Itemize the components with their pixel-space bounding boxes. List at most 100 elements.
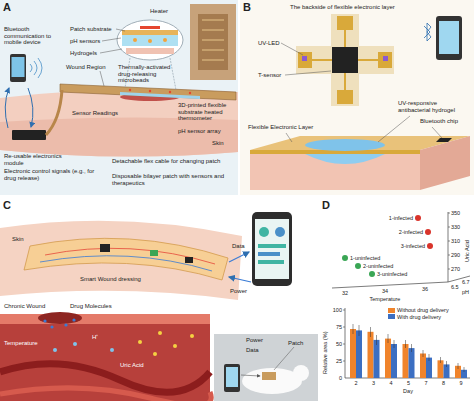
label-text: Disposable bilayer patch with sensors an… <box>112 173 234 186</box>
label-text: Data <box>246 347 259 354</box>
label-text: 7 <box>424 380 427 386</box>
label-text: Electronic control signals (e.g., for dr… <box>4 168 104 181</box>
panel-d-art-part <box>420 354 426 379</box>
label-text: 9 <box>459 380 462 386</box>
label-text: H⁺ <box>92 334 98 341</box>
label-text: 75 <box>336 324 342 330</box>
panel-c-art-part <box>275 227 285 237</box>
panel-d-art-part <box>353 324 464 372</box>
panel-a-art-part <box>116 29 125 31</box>
panel-d-art-part <box>342 255 348 261</box>
panel-d-art-part <box>368 332 374 378</box>
panel-a-art-part <box>117 20 183 60</box>
label-text: Smart Wound dressing <box>80 276 141 283</box>
panel-b-art <box>240 0 474 195</box>
panel-b-art-part <box>331 14 359 106</box>
legend-swatch <box>388 308 395 313</box>
panel-a-art-part <box>190 4 236 80</box>
panel-a-art-part <box>28 88 33 127</box>
panel-a-art-part <box>60 84 236 100</box>
panel-d-art-part <box>448 213 450 269</box>
label-text: 25 <box>336 358 342 364</box>
panel-d-art-part <box>448 212 449 282</box>
label-text: Uric Acid <box>120 362 144 369</box>
panel-a-art-part <box>46 90 62 135</box>
panel-b-art-part <box>436 138 452 142</box>
panel-b-art-part <box>383 56 388 61</box>
label-text: Skin <box>12 236 24 243</box>
panel-c-art-part <box>64 323 67 326</box>
panel-c-art-part <box>258 260 284 264</box>
panel-b-art-part <box>424 23 431 41</box>
panel-a-art-part <box>133 38 137 42</box>
panel-b-art-part <box>439 21 459 54</box>
panel-b-art-part <box>285 71 331 75</box>
panel-a-art-part <box>189 92 191 94</box>
label-text: Data <box>232 243 245 250</box>
panel-c-art-part <box>293 365 309 381</box>
label-text: Drug Molecules <box>70 303 112 310</box>
label-text: 310 <box>451 238 460 244</box>
label-text: 6.7 <box>462 279 470 285</box>
panel-a-art-part <box>122 35 178 46</box>
panel-c-art-part <box>0 221 242 300</box>
panel-c-art-part <box>259 227 269 237</box>
panel-a-art-part <box>169 91 171 93</box>
label-text: Re-usable electronics module <box>4 153 74 166</box>
panel-d-art-part <box>425 229 431 235</box>
panel-b-art-part <box>296 46 394 74</box>
label-text: 3D-printed flexible substrate heated the… <box>178 102 236 122</box>
panel-a-art-part <box>129 89 131 91</box>
panel-d-art-part <box>345 308 346 378</box>
label-text: 32 <box>342 290 348 296</box>
panel-d-art-part <box>415 215 421 221</box>
panel-c-art-part <box>190 334 194 338</box>
panel-d-art <box>332 212 470 378</box>
label-text: 290 <box>451 252 460 258</box>
panel-d-art-part <box>385 339 391 378</box>
label-text: 2-infected <box>399 229 423 235</box>
label-text: Uric Acid <box>464 240 470 262</box>
label-text: Relative area (%) <box>322 332 328 375</box>
panel-c-art-part <box>0 314 210 324</box>
label-text: Skin <box>212 140 224 147</box>
label-text: 100 <box>333 307 342 313</box>
label-text: Detachable flex cable for changing patch <box>112 158 232 165</box>
panel-c-art-part <box>138 340 142 344</box>
label-text: 2 <box>354 380 357 386</box>
panel-c-art-part <box>72 318 75 321</box>
panel-b-art-part <box>432 127 442 138</box>
panel-c-art-part <box>0 388 211 401</box>
label-text: UV-LED <box>258 40 280 47</box>
label-text: Sensor Readings <box>72 110 118 117</box>
panel-c-art-part <box>53 348 57 352</box>
panel-b-art-part <box>305 139 385 151</box>
label-text: 36 <box>422 286 428 292</box>
panel-letter: D <box>322 199 330 211</box>
label-text: Chronic Wound <box>4 303 45 310</box>
panel-d-art-part <box>391 344 397 378</box>
label-text: T-sensor <box>258 72 281 79</box>
label-text: 270 <box>451 266 460 272</box>
label-text: Bluetooth communication to mobile device <box>4 26 66 46</box>
panel-a-art-part <box>148 39 152 43</box>
panel-a-art-part <box>10 54 26 82</box>
label-text: Thermally-activated drug-releasing micro… <box>118 64 186 84</box>
label-text: Heater <box>150 8 168 15</box>
label-text: 50 <box>336 341 342 347</box>
panel-c-art-part <box>150 250 158 256</box>
panel-d-art-part <box>332 282 448 288</box>
panel-a-art-part <box>0 0 238 195</box>
label-text: pH sensor array <box>178 128 221 135</box>
panel-a-art-part <box>149 90 151 92</box>
label-text: 5 <box>407 380 410 386</box>
panel-c-art-part <box>242 368 302 394</box>
panel-c-art-part <box>110 348 114 352</box>
label-text: 3-uninfected <box>377 271 407 277</box>
panel-c-art-part <box>50 325 53 328</box>
panel-a-art-part <box>102 38 121 41</box>
legend-row: With drug delivery <box>388 314 449 321</box>
label-text: 6.5 <box>451 284 459 290</box>
panel-c-art-part <box>158 331 162 335</box>
